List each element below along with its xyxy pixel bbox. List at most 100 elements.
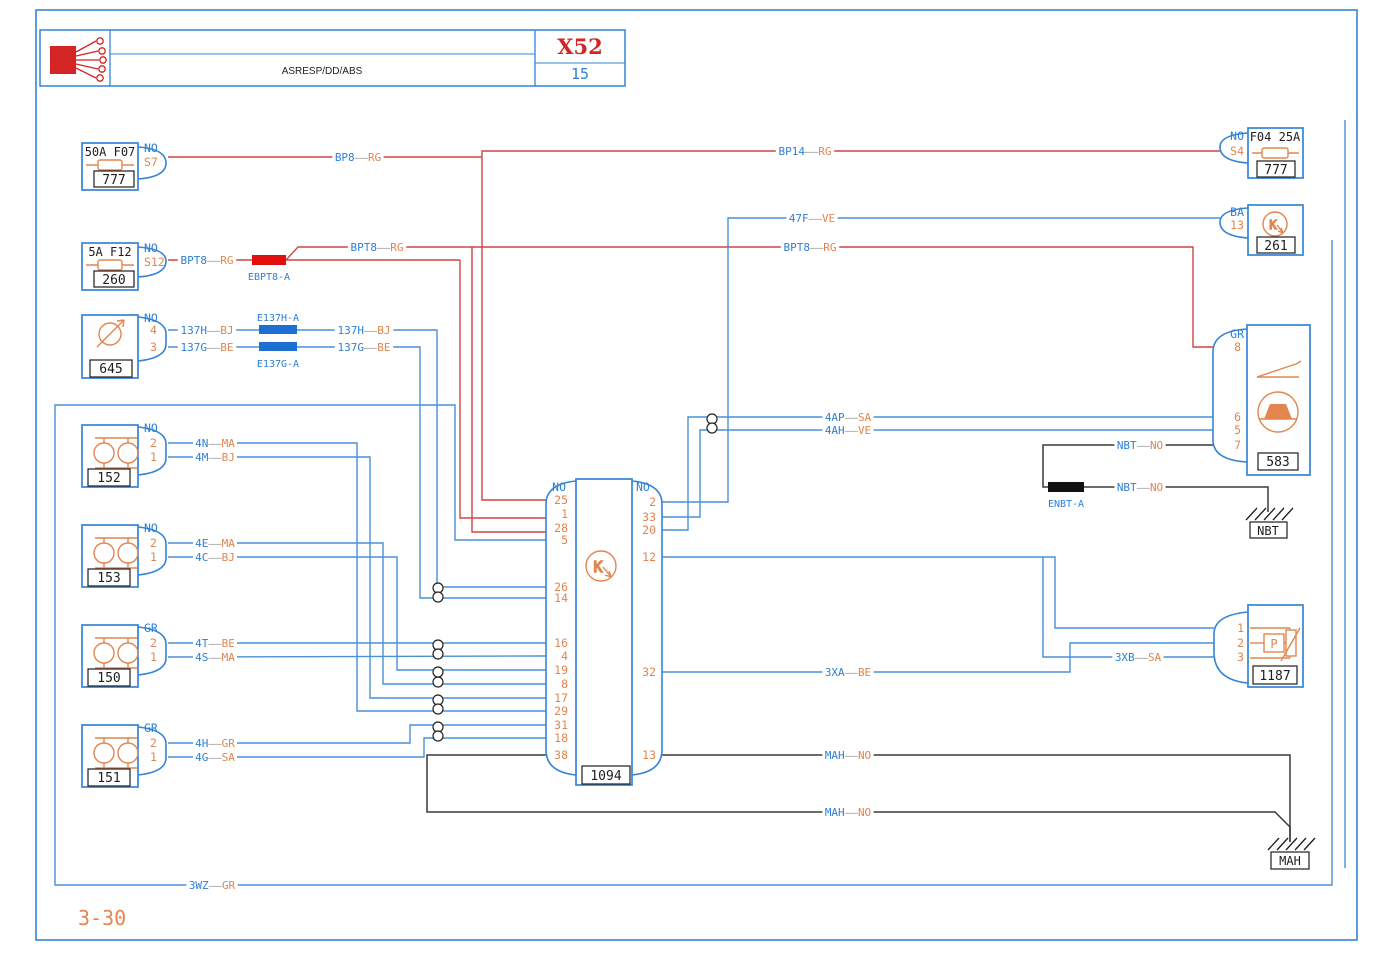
wire-label-3xa-be: 3XA——BE <box>825 666 871 679</box>
pin-label-3: 3 <box>150 340 157 354</box>
pin-label-7: 7 <box>1234 438 1241 452</box>
ground-label-box[interactable] <box>1249 521 1288 539</box>
wire-label-bg <box>780 240 840 254</box>
pin-label-no: NO <box>144 311 158 325</box>
component-number: 260 <box>102 273 125 288</box>
wire-label-bg <box>1114 480 1166 494</box>
pin-label-2: 2 <box>150 736 157 750</box>
twist-icon <box>432 666 444 678</box>
splice-e137h-a[interactable] <box>259 325 297 334</box>
wire-label-bg <box>347 240 407 254</box>
splice-label-e137h-a: E137H-A <box>257 313 299 324</box>
wire-label-bg <box>193 536 237 550</box>
pin-label-19: 19 <box>554 663 568 677</box>
wire-4ap-sa <box>662 416 1213 531</box>
component-152-wheel-sensor[interactable]: 152 <box>81 424 167 488</box>
component-150-wheel-sensor[interactable]: 150 <box>81 624 167 688</box>
wire-label-bg <box>1114 438 1166 452</box>
connector-arc <box>137 626 167 676</box>
component-box[interactable] <box>1246 324 1311 476</box>
component-label-box[interactable] <box>93 270 135 288</box>
connector-arc <box>1213 611 1249 684</box>
wire-4m-bj <box>168 456 546 699</box>
wire-label-bg <box>177 323 237 337</box>
wire-label-bg <box>193 450 237 464</box>
component-777b-fuse-f04[interactable]: F04 25A 777 <box>1219 127 1304 179</box>
pin-label-s12: S12 <box>144 255 165 269</box>
wheel-speed-sensor-icon <box>93 537 139 569</box>
wire-label-4s-ma: 4S——MA <box>195 651 235 664</box>
component-1094-abs-esp-ecu[interactable]: K 1094 <box>545 478 663 786</box>
component-number: 151 <box>97 771 120 786</box>
component-number: 261 <box>1264 239 1287 254</box>
wire-label-4c-bj: 4C——BJ <box>195 551 235 564</box>
wire-4g-sa <box>168 737 546 758</box>
pin-label-4: 4 <box>150 323 157 337</box>
pin-label-2: 2 <box>150 436 157 450</box>
ground-mah[interactable]: MAH <box>1267 837 1316 870</box>
component-label-box[interactable] <box>1252 665 1298 685</box>
component-1187-pressure-sensor[interactable]: P 1187 <box>1213 604 1304 688</box>
wire-label-4h-gr: 4H——GR <box>195 737 235 750</box>
splice-enbt-a[interactable] <box>1048 482 1084 492</box>
wire-label-4ap-sa: 4AP——SA <box>825 411 872 424</box>
pin-label-gr: GR <box>144 621 158 635</box>
pin-label-3: 3 <box>1237 650 1244 664</box>
component-label-box[interactable] <box>1256 160 1296 178</box>
wire-nbt-no <box>1042 444 1269 512</box>
component-260-fuse-5a[interactable]: 5A F12 260 <box>81 242 167 291</box>
pin-label-1: 1 <box>150 650 157 664</box>
wire-mah-no-pin13 <box>662 754 1291 842</box>
component-645-sensor[interactable]: 645 <box>81 314 167 379</box>
pin-label-31: 31 <box>554 718 568 732</box>
splice-e137g-a[interactable] <box>259 342 297 351</box>
splice-ebpt8-a[interactable] <box>252 255 286 265</box>
wire-bpt8-to-pin28 <box>471 247 546 533</box>
wire-label-bg <box>193 550 237 564</box>
component-number: 1094 <box>590 769 621 784</box>
fuse-rating: 50A F07 <box>85 145 136 159</box>
component-label-box[interactable] <box>581 765 631 785</box>
component-583-steering-module[interactable]: 583 <box>1212 324 1311 476</box>
ground-nbt[interactable]: NBT <box>1245 507 1294 539</box>
icon-letter-p: P <box>1270 637 1277 651</box>
pin-labels-layer: NOS7NOS12NO43NO21NO21GR21GR21NO251285261… <box>144 129 1244 764</box>
wire-label-bg <box>822 805 874 819</box>
component-box[interactable] <box>575 478 633 786</box>
ground-label-box[interactable] <box>1270 851 1310 870</box>
component-label-box[interactable] <box>87 668 131 687</box>
component-label-box[interactable] <box>89 359 133 378</box>
fuse-rating: F04 25A <box>1250 130 1301 144</box>
wire-4h-gr <box>168 724 546 744</box>
component-777a-fuse-50a[interactable]: 50A F07 777 <box>81 142 167 191</box>
pin-label-no: NO <box>144 141 158 155</box>
component-label-box[interactable] <box>1257 452 1299 471</box>
wire-label-4n-ma: 4N——MA <box>195 437 235 450</box>
twist-icon <box>432 703 444 715</box>
wire-label-mah-no: MAH——NO <box>825 806 871 819</box>
pin-label-1: 1 <box>150 550 157 564</box>
system-title: ASRESP/DD/ABS <box>282 66 363 77</box>
component-153-wheel-sensor[interactable]: 153 <box>81 524 167 588</box>
harness-connector-icon <box>50 37 107 82</box>
component-label-box[interactable] <box>87 468 131 487</box>
wire-label-bg <box>177 340 237 354</box>
component-261-control-unit[interactable]: K 261 <box>1219 204 1304 256</box>
component-label-box[interactable] <box>87 768 131 787</box>
wire-bp8-to-pin25 <box>481 157 546 501</box>
wire-label-bg <box>334 323 394 337</box>
component-label-box[interactable] <box>93 170 135 188</box>
wire-label-bp14-rg: BP14——RG <box>779 145 832 158</box>
component-label-box[interactable] <box>87 568 131 587</box>
svg-text:K: K <box>593 558 602 576</box>
twist-icon <box>432 676 444 688</box>
wire-label-nbt-no: NBT——NO <box>1117 439 1163 452</box>
component-151-wheel-sensor[interactable]: 151 <box>81 724 167 788</box>
wire-label-bp8-rg: BP8——RG <box>335 151 381 164</box>
brake-sensor-icon <box>96 319 125 348</box>
pin-label-s4: S4 <box>1230 144 1244 158</box>
wire-label-mah-no: MAH——NO <box>825 749 871 762</box>
component-label-box[interactable] <box>1256 236 1296 254</box>
